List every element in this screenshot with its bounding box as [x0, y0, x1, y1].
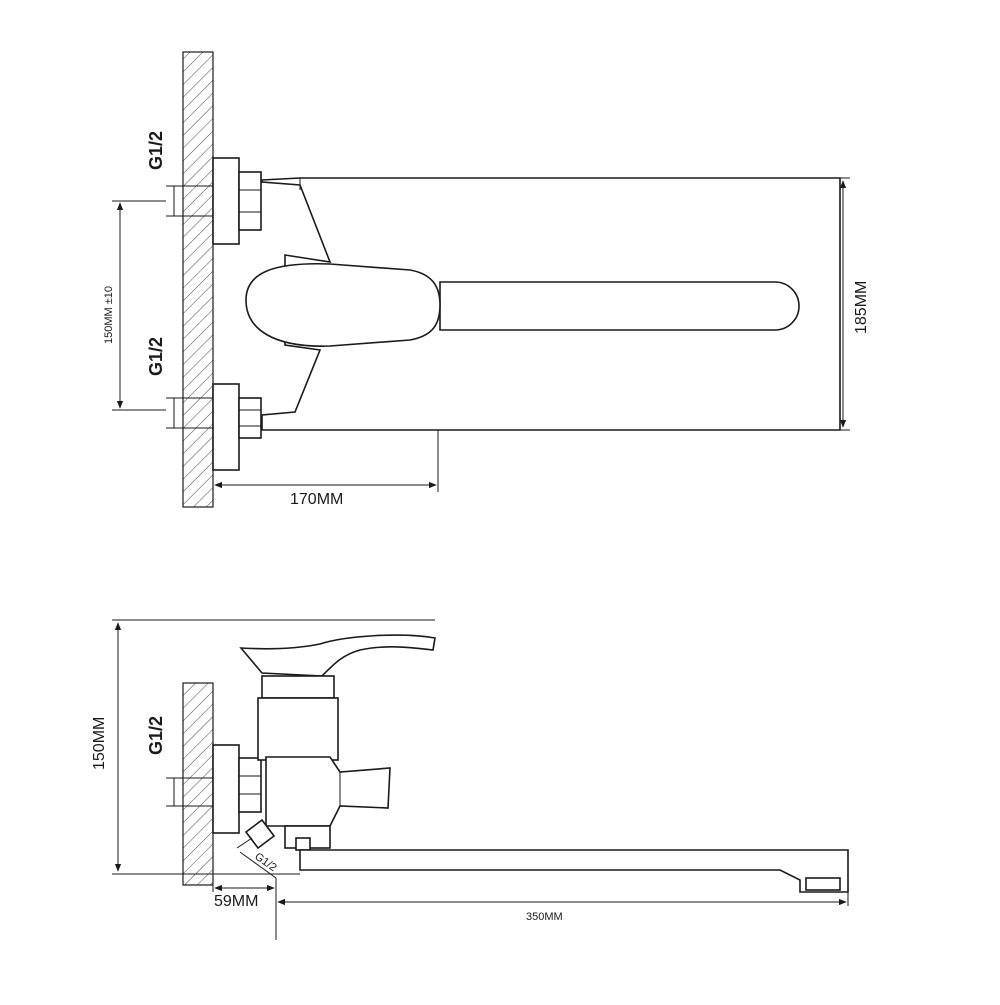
- thread-label-upper: G1/2: [146, 131, 166, 170]
- thread-label-lower: G1/2: [146, 337, 166, 376]
- dimension-label-spout-length: 350MM: [526, 911, 563, 923]
- top-view: G1/2 G1/2 150MM ±10 185MM 170MM: [103, 51, 870, 508]
- wall-section: [182, 682, 214, 886]
- upper-inlet: [166, 157, 262, 245]
- aerator: [805, 877, 841, 891]
- dimension-total-height: 150MM: [91, 619, 435, 875]
- dimension-spout-length: 350MM: [277, 892, 849, 923]
- dimension-inlet-spacing: 150MM ±10: [103, 200, 166, 411]
- spout: [299, 849, 849, 893]
- dimension-label-inlet-spacing: 150MM ±10: [103, 286, 115, 344]
- shower-outlet: G1/2: [236, 818, 279, 879]
- mixer-body-side: [265, 756, 391, 827]
- dimension-label-total-height: 150MM: [91, 717, 108, 770]
- dimension-label-height: 185MM: [853, 281, 870, 334]
- dimension-wall-offset: 59MM: [212, 878, 277, 940]
- side-lever: [239, 634, 436, 677]
- dimension-depth: 170MM: [214, 430, 439, 508]
- dimension-label-wall-offset: 59MM: [214, 893, 258, 910]
- dimension-height: 185MM: [839, 177, 870, 431]
- dimension-label-depth: 170MM: [290, 491, 343, 508]
- wall-section: [182, 51, 214, 508]
- lever-cap: [261, 675, 335, 699]
- thread-label-inlet: G1/2: [146, 716, 166, 755]
- lever-handle: [245, 262, 800, 347]
- lower-inlet: [166, 383, 262, 471]
- side-inlet: [166, 744, 262, 834]
- cartridge-housing: [257, 697, 339, 761]
- side-view: G1/2 G1/2 150MM 59MM 350MM: [91, 619, 849, 940]
